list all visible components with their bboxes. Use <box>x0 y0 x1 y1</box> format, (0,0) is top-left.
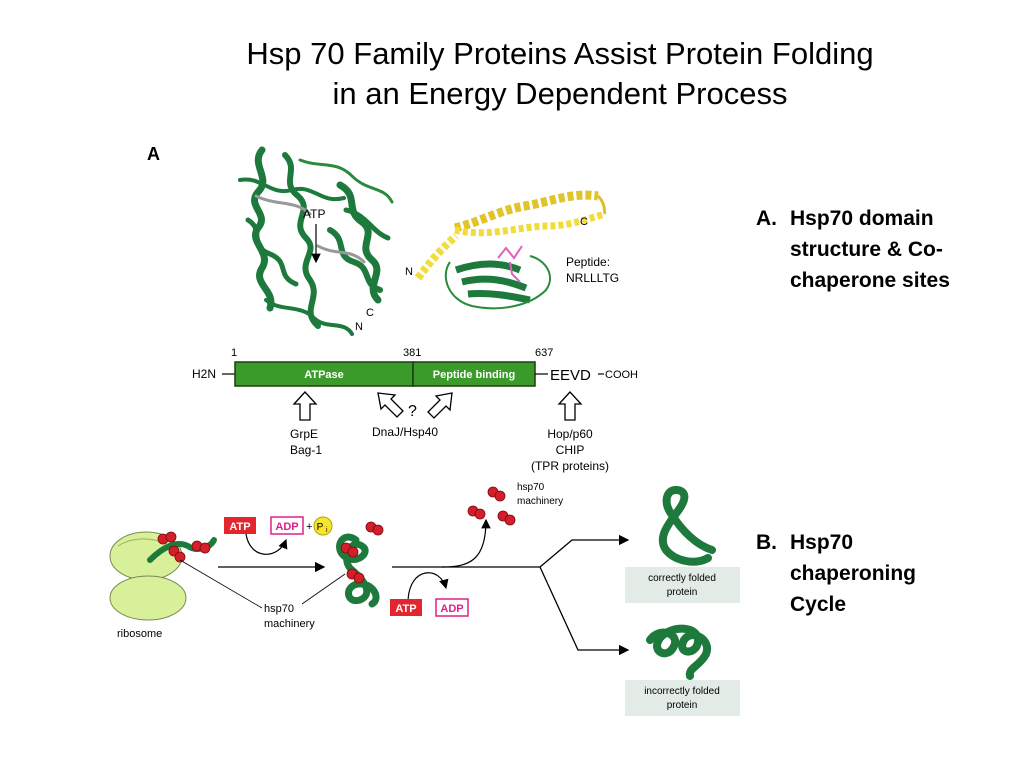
grpe-label: GrpE <box>290 427 318 441</box>
adp-box-2 <box>435 598 469 617</box>
branch-to-correct <box>539 534 630 568</box>
pi-subscript: i <box>326 527 328 534</box>
title-line-2: in an Energy Dependent Process <box>332 76 788 111</box>
atpase-structure <box>238 146 394 336</box>
hsp70-chaperones-on-intermediate <box>340 521 384 584</box>
atp-box-1 <box>224 517 256 534</box>
note-b-line-1: Hsp70 <box>790 531 854 554</box>
note-a-line-2: structure & Co- <box>790 238 943 261</box>
cooh-label: COOH <box>605 369 638 381</box>
note-a-line-3: chaperone sites <box>790 269 950 292</box>
peptide-label-line2: NRLLLTG <box>566 271 619 285</box>
ribosome-label: ribosome <box>117 628 162 640</box>
hop-up-arrow <box>557 391 583 421</box>
note-b-line-2: chaperoning <box>790 562 917 585</box>
incorrectly-folded-label-2: protein <box>667 700 698 711</box>
hsp70-chaperones-on-chain <box>157 531 211 563</box>
hsp70-machinery-label-left-1: hsp70 <box>264 603 294 615</box>
atpase-domain-box <box>234 361 414 387</box>
peptide-binding-domain-box <box>412 361 536 387</box>
bag1-label: Bag-1 <box>290 443 322 457</box>
hsp70-machinery-label-top-2: machinery <box>517 496 563 507</box>
adp-label-1: ADP <box>275 521 298 533</box>
note-a-line-1: Hsp70 domain <box>790 207 934 230</box>
correctly-folded-protein-shape <box>658 485 716 566</box>
incorrectly-folded-label-1: incorrectly folded <box>644 686 720 697</box>
peptide-label-line1: Peptide: <box>566 255 610 269</box>
n-label-atpase: N <box>355 321 363 333</box>
branch-to-incorrect <box>539 566 630 656</box>
page-title: Hsp 70 Family Proteins Assist Protein Fo… <box>160 34 960 114</box>
note-b-line-3: Cycle <box>790 593 847 616</box>
dnaj-question-mark: ? <box>408 403 417 420</box>
eevd-label: EEVD <box>550 367 591 384</box>
dnaj-left-arrow <box>377 392 404 418</box>
c-label-peptide: C <box>580 216 588 228</box>
dnaj-right-arrow <box>427 392 453 419</box>
pi-label: P <box>317 522 324 533</box>
dnaj-label: DnaJ/Hsp40 <box>372 425 438 439</box>
atpase-label: ATPase <box>304 369 344 381</box>
atp-adp-curve-2 <box>407 572 449 601</box>
adp-box-1 <box>270 516 304 535</box>
peptide-binding-structure <box>414 190 607 310</box>
domain-bar: 1 381 637 H2N ATPase Peptide binding EEV… <box>192 347 638 387</box>
atp-adp-curve-1 <box>245 533 288 555</box>
title-line-1: Hsp 70 Family Proteins Assist Protein Fo… <box>246 36 874 71</box>
hsp70-machinery-label-top-1: hsp70 <box>517 482 545 493</box>
position-1: 1 <box>231 347 237 359</box>
atp-structure-label: ATP <box>303 207 325 221</box>
atp-box-2 <box>390 599 422 616</box>
adp-label-2: ADP <box>440 603 463 615</box>
grpe-up-arrow <box>292 391 318 421</box>
position-637: 637 <box>535 347 553 359</box>
n-terminus-label: H2N <box>192 367 216 381</box>
pi-circle <box>313 516 333 536</box>
released-hsp70 <box>467 486 516 526</box>
n-label-peptide: N <box>405 266 413 278</box>
hsp70-callout-1 <box>179 559 263 609</box>
atp-label-2: ATP <box>395 603 416 615</box>
hsp70-machinery-label-left-2: machinery <box>264 618 315 630</box>
panel-a-letter: A <box>147 144 160 164</box>
incorrectly-folded-protein-shape <box>646 624 712 680</box>
correctly-folded-label-1: correctly folded <box>648 573 716 584</box>
hop-label: Hop/p60 <box>547 427 593 441</box>
plus-sign: + <box>306 521 312 533</box>
correctly-folded-box <box>625 567 740 603</box>
note-a-letter: A. <box>756 207 777 230</box>
incorrectly-folded-box <box>625 680 740 716</box>
atp-label-1: ATP <box>229 521 250 533</box>
peptide-binding-label: Peptide binding <box>433 369 516 381</box>
hsp70-callout-2 <box>301 573 346 605</box>
c-label-atpase: C <box>366 307 374 319</box>
tpr-label: (TPR proteins) <box>531 459 609 473</box>
chip-label: CHIP <box>556 443 585 457</box>
correctly-folded-label-2: protein <box>667 587 698 598</box>
position-381: 381 <box>403 347 421 359</box>
release-arrow-up <box>441 518 491 568</box>
note-b-letter: B. <box>756 531 777 554</box>
